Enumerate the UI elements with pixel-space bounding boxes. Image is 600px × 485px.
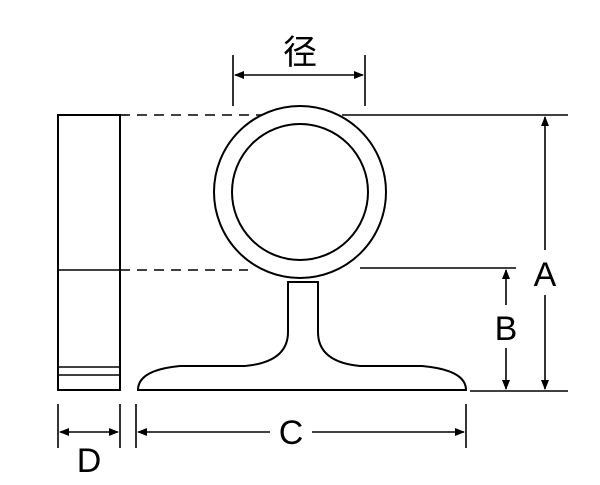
a-dimension: A [534,116,557,390]
ring-inner [231,123,369,261]
b-label: B [495,310,518,348]
side-view [57,114,121,391]
ring-outer [213,105,387,279]
c-label: C [279,414,304,452]
bracket-base [136,281,468,391]
d-dimension: D [57,404,121,480]
diameter-label: 径 [283,33,317,73]
side-view-outline [57,114,121,391]
a-label: A [534,256,557,294]
d-label: D [77,442,102,480]
b-dimension: B [495,269,518,390]
diameter-dimension: 径 [232,33,366,106]
c-dimension: C [135,404,467,452]
